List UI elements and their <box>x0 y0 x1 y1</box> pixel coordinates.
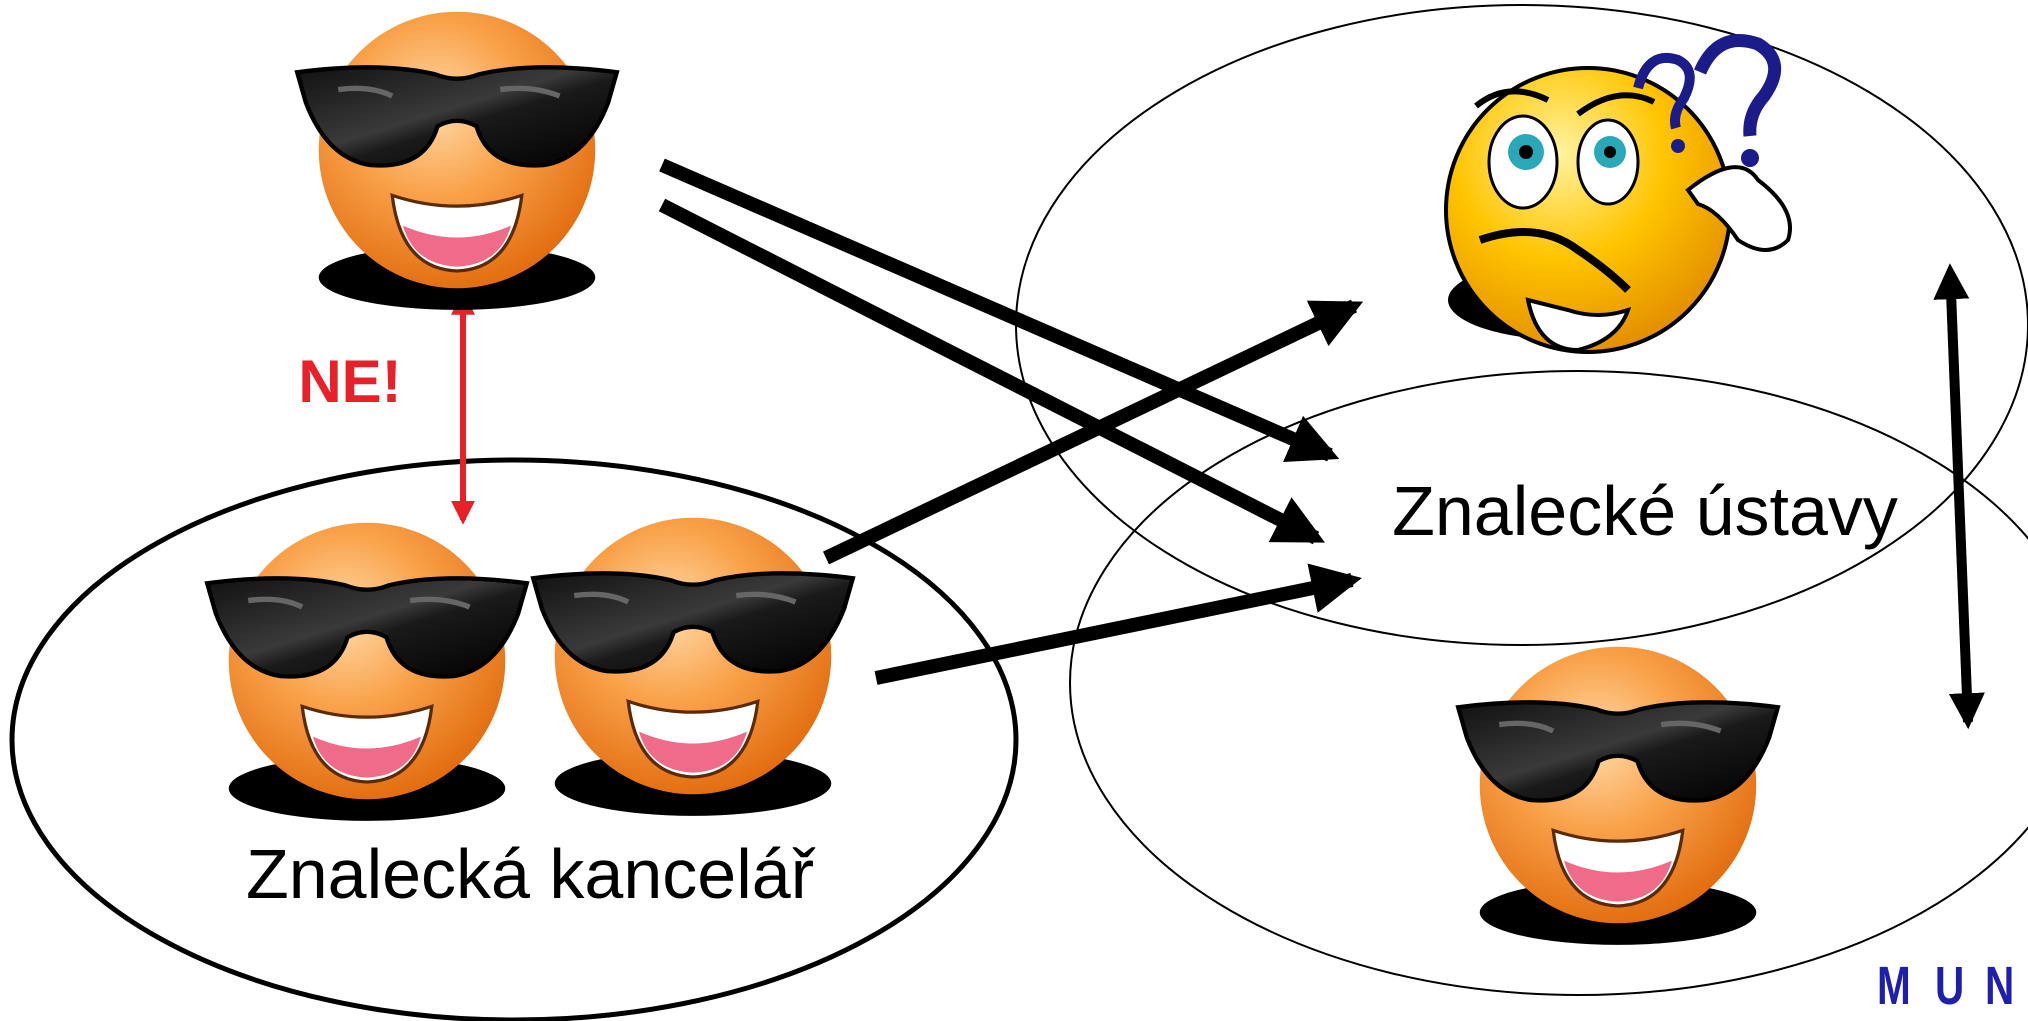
cool-smiley-sunglasses-icon <box>533 518 853 816</box>
arrow-office-to-institutes <box>874 563 1362 685</box>
arrow-office-to-puzzled <box>822 299 1364 565</box>
office-ellipse <box>9 457 1019 1021</box>
cool-smiley-sunglasses-icon <box>1458 647 1778 945</box>
cool-smiley-sunglasses-icon <box>207 523 527 821</box>
institute-ellipse-bottom <box>1069 370 2028 996</box>
arrow-vertical-institutes <box>1933 263 1985 730</box>
logo-letter-m: M <box>1877 956 1911 1016</box>
arrow-top-expert-to-institutes-1 <box>659 158 1340 463</box>
cool-smiley-sunglasses-icon <box>297 12 617 310</box>
institutes-label: Znalecké ústavy <box>1392 472 1898 550</box>
office-label: Znalecká kancelář <box>246 835 816 913</box>
forbidden-label: NE! <box>298 348 401 415</box>
puzzled-smiley-question-marks-icon <box>1444 34 1792 354</box>
logo-letter-u: U <box>1935 956 1965 1016</box>
logo-letter-n: N <box>1985 956 2015 1016</box>
arrow-top-expert-to-institutes-2 <box>658 198 1325 545</box>
